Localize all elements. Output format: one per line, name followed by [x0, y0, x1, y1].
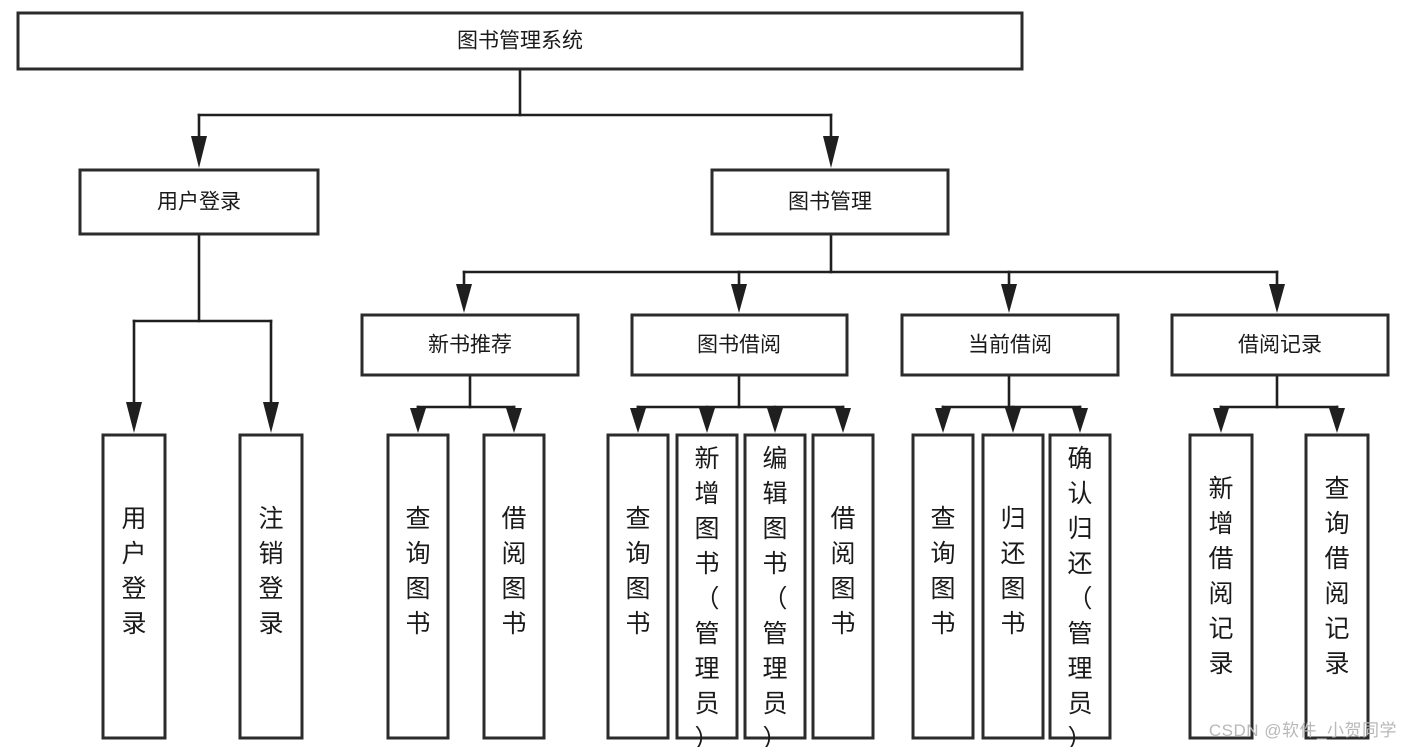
node-user-login[interactable]: 用户登录 [78, 168, 320, 236]
leaf-node-borrowrecord-query-record[interactable]: 查询借阅记录 [1304, 433, 1370, 740]
arrow-head-newbook-borrow-book [506, 408, 522, 433]
arrow-head-bookborrow-borrow-book [835, 408, 851, 433]
leaf-newbook-borrow-book-box[interactable] [482, 433, 546, 740]
node-book-management[interactable]: 图书管理 [710, 168, 950, 236]
leaf-bookborrow-query-book-box[interactable] [606, 433, 670, 740]
leaf-borrowrecord-query-record-box[interactable] [1304, 433, 1370, 740]
edge-group-bookmgmt-to-level3 [456, 232, 1285, 313]
node-borrow-record[interactable]: 借阅记录 [1170, 313, 1390, 377]
arrow-head-leaf-logout [263, 402, 279, 433]
arrow-head-book-mgmt [823, 136, 839, 168]
edge-group-currentborrow-to-leaves [935, 373, 1088, 433]
leaf-logout-label: 注销登录 [258, 505, 283, 638]
leaf-bookborrow-edit-book-box[interactable] [743, 433, 807, 740]
leaf-bookborrow-edit-book-label: 编辑图书（管理员） [762, 445, 787, 747]
arrow-head-borrowrecord-query-record [1329, 408, 1345, 433]
leaf-node-user-login[interactable]: 用户登录 [101, 433, 167, 740]
leaf-bookborrow-add-book-label: 新增图书（管理员） [694, 445, 719, 747]
leaf-node-bookborrow-borrow-book[interactable]: 借阅图书 [811, 433, 875, 740]
leaf-newbook-query-book-label: 查询图书 [405, 505, 430, 638]
arrow-head-current-borrow [1001, 284, 1017, 313]
edge-group-userlogin-to-leaves [126, 232, 279, 433]
borrow-record-node-label: 借阅记录 [1238, 334, 1322, 357]
arrow-head-user-login [191, 136, 207, 168]
leaf-node-bookborrow-add-book[interactable]: 新增图书（管理员） [675, 433, 739, 747]
user-login-node-box[interactable] [78, 168, 320, 236]
current-borrow-node-label: 当前借阅 [968, 334, 1052, 357]
edge-group-bookborrow-to-leaves [630, 373, 851, 433]
new-book-recommend-node-label: 新书推荐 [428, 334, 512, 357]
book-management-node-label: 图书管理 [788, 191, 872, 214]
leaf-currentborrow-return-book-label: 归还图书 [1000, 505, 1025, 638]
leaf-node-newbook-query-book[interactable]: 查询图书 [386, 433, 450, 740]
leaf-currentborrow-confirm-return-label: 确认归还（管理员） [1067, 445, 1092, 747]
leaf-borrowrecord-add-record-box[interactable] [1188, 433, 1254, 740]
leaf-node-bookborrow-edit-book[interactable]: 编辑图书（管理员） [743, 433, 807, 747]
arrow-head-book-borrow [731, 284, 747, 313]
arrow-head-currentborrow-confirm-return [1072, 408, 1088, 433]
root-node-label: 图书管理系统 [457, 30, 583, 53]
leaf-node-currentborrow-confirm-return[interactable]: 确认归还（管理员） [1048, 433, 1112, 747]
leaf-currentborrow-confirm-return-box[interactable] [1048, 433, 1112, 740]
leaf-user-login-box[interactable] [101, 433, 167, 740]
leaf-node-currentborrow-query-book[interactable]: 查询图书 [911, 433, 975, 740]
leaf-borrowrecord-add-record-label: 新增借阅记录 [1208, 475, 1233, 678]
leaf-newbook-borrow-book-label: 借阅图书 [501, 505, 526, 638]
leaf-node-logout[interactable]: 注销登录 [238, 433, 304, 740]
arrow-head-new-book-rec [456, 284, 472, 313]
arrow-head-bookborrow-add-book [699, 408, 715, 433]
user-login-node-label: 用户登录 [157, 191, 241, 214]
edge-group-root-to-level2 [191, 67, 839, 168]
leaf-node-currentborrow-return-book[interactable]: 归还图书 [981, 433, 1045, 740]
edge-group-borrowrecord-to-leaves [1213, 373, 1345, 433]
new-book-recommend-node-box[interactable] [360, 313, 580, 377]
arrow-head-bookborrow-query-book [630, 408, 646, 433]
leaf-node-borrowrecord-add-record[interactable]: 新增借阅记录 [1188, 433, 1254, 740]
edge-group-newbook-to-leaves [410, 373, 522, 433]
arrow-head-currentborrow-return-book [1005, 408, 1021, 433]
book-borrow-node-label: 图书借阅 [697, 334, 781, 357]
leaf-bookborrow-borrow-book-label: 借阅图书 [830, 505, 855, 638]
leaf-currentborrow-query-book-label: 查询图书 [930, 505, 955, 638]
node-new-book-recommend[interactable]: 新书推荐 [360, 313, 580, 377]
node-book-borrow[interactable]: 图书借阅 [630, 313, 849, 377]
book-borrow-node-box[interactable] [630, 313, 849, 377]
leaf-borrowrecord-query-record-label: 查询借阅记录 [1324, 475, 1349, 678]
leaf-bookborrow-query-book-label: 查询图书 [625, 505, 650, 638]
leaf-bookborrow-add-book-box[interactable] [675, 433, 739, 740]
arrow-head-borrow-record [1269, 284, 1285, 313]
leaf-currentborrow-return-book-box[interactable] [981, 433, 1045, 740]
leaf-currentborrow-query-book-box[interactable] [911, 433, 975, 740]
leaf-bookborrow-borrow-book-box[interactable] [811, 433, 875, 740]
arrow-head-leaf-user-login [126, 402, 142, 433]
leaf-logout-box[interactable] [238, 433, 304, 740]
arrow-head-bookborrow-edit-book [767, 408, 783, 433]
arrow-head-currentborrow-query-book [935, 408, 951, 433]
node-current-borrow[interactable]: 当前借阅 [900, 313, 1120, 377]
book-management-node-box[interactable] [710, 168, 950, 236]
arrow-head-borrowrecord-add-record [1213, 408, 1229, 433]
node-root-system[interactable]: 图书管理系统 [16, 11, 1024, 71]
leaf-user-login-label: 用户登录 [121, 505, 146, 638]
leaf-node-newbook-borrow-book[interactable]: 借阅图书 [482, 433, 546, 740]
borrow-record-node-box[interactable] [1170, 313, 1390, 377]
root-node-box[interactable] [16, 11, 1024, 71]
arrow-head-newbook-query-book [410, 408, 426, 433]
leaf-newbook-query-book-box[interactable] [386, 433, 450, 740]
current-borrow-node-box[interactable] [900, 313, 1120, 377]
leaf-node-bookborrow-query-book[interactable]: 查询图书 [606, 433, 670, 740]
